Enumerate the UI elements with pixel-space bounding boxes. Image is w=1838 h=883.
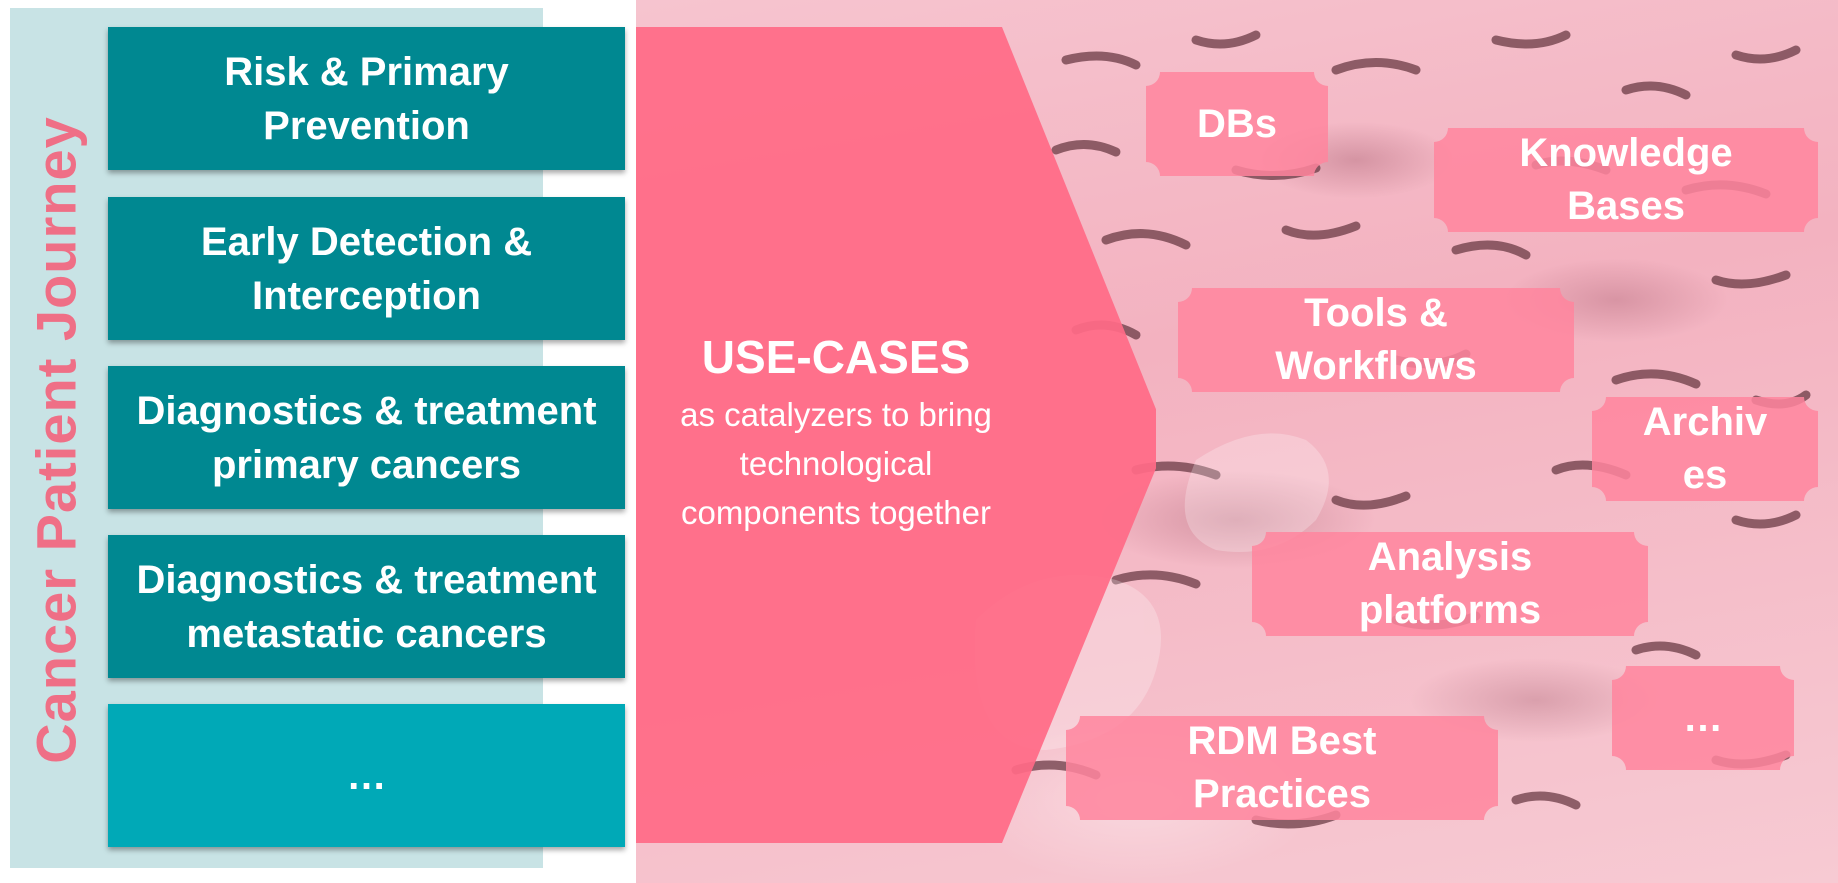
component-rdm-best-practices: RDM Best Practices: [1066, 716, 1498, 820]
use-cases-subtitle: as catalyzers to bring technological com…: [680, 396, 992, 531]
stage-label: Diagnostics & treatment primary cancers: [136, 388, 597, 487]
stage-early-detection: Early Detection & Interception: [108, 197, 625, 340]
stage-more: …: [108, 704, 625, 847]
component-analysis-platforms: Analysis platforms: [1252, 532, 1648, 636]
use-cases-block: USE-CASES as catalyzers to bring technol…: [656, 330, 1016, 537]
component-label: RDM Best Practices: [1187, 719, 1377, 816]
use-cases-title: USE-CASES: [701, 331, 971, 383]
component-label: Analysis platforms: [1358, 535, 1542, 632]
stage-label: Risk & Primary Prevention: [224, 49, 509, 148]
stage-label: Diagnostics & treatment metastatic cance…: [136, 557, 597, 656]
stage-metastatic-cancers: Diagnostics & treatment metastatic cance…: [108, 535, 625, 678]
stage-label: …: [346, 753, 387, 798]
puzzle-background: USE-CASES as catalyzers to bring technol…: [636, 0, 1838, 883]
component-label: …: [1683, 695, 1723, 740]
stage-primary-cancers: Diagnostics & treatment primary cancers: [108, 366, 625, 509]
component-label: Archiv es: [1642, 400, 1768, 497]
component-more: …: [1612, 666, 1794, 770]
component-label: DBs: [1196, 101, 1278, 146]
component-archives: Archiv es: [1592, 397, 1818, 501]
stage-risk-prevention: Risk & Primary Prevention: [108, 27, 625, 170]
component-label: Tools & Workflows: [1275, 291, 1477, 388]
use-cases-chevron: [636, 27, 1156, 843]
component-label: Knowledge Bases: [1519, 131, 1733, 228]
stage-label: Early Detection & Interception: [200, 219, 533, 318]
component-tools-workflows: Tools & Workflows: [1178, 288, 1574, 392]
journey-axis-label: Cancer Patient Journey: [0, 0, 108, 883]
component-knowledge-bases: Knowledge Bases: [1434, 128, 1818, 232]
journey-label-text: Cancer Patient Journey: [24, 116, 88, 764]
component-dbs: DBs: [1146, 72, 1328, 176]
